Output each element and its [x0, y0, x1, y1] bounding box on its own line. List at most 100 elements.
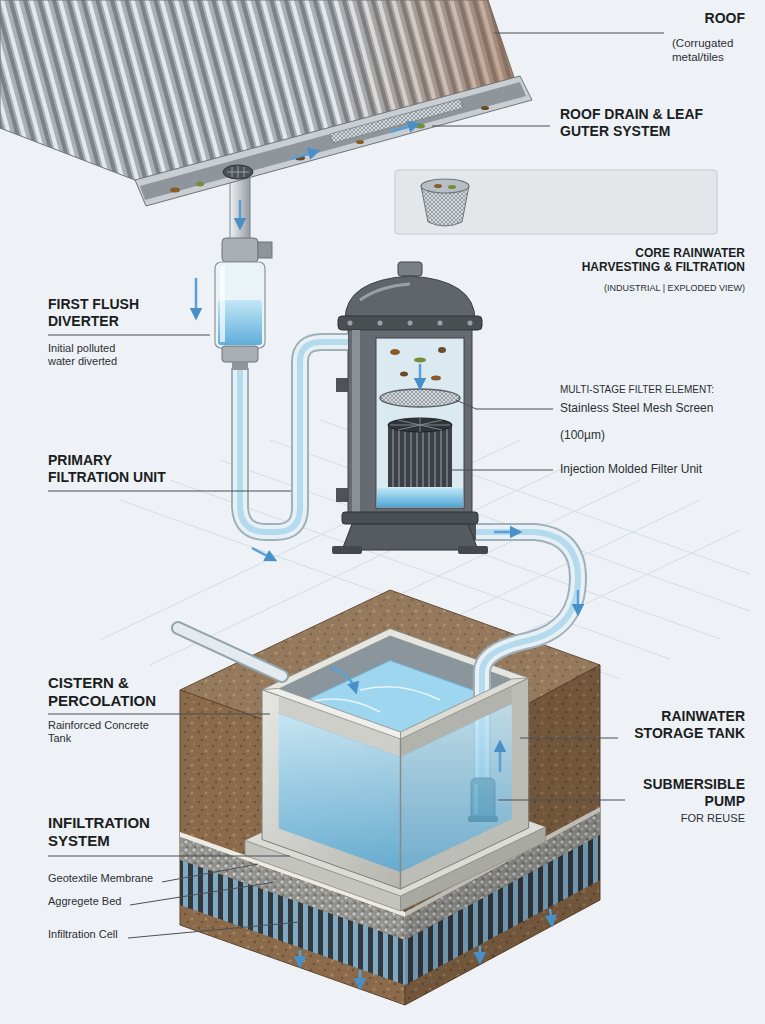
- basket-rim: [421, 179, 469, 193]
- part-title: ROOF: [665, 10, 745, 27]
- gutter-drain: [223, 165, 253, 179]
- bolt: [468, 321, 473, 326]
- flow-arrow: [239, 200, 242, 228]
- flow-arrow: [577, 590, 580, 614]
- flow-arrows: [196, 124, 578, 988]
- label-slot: ROOF DRAIN & LEAF GUTER SYSTEM: [560, 106, 720, 140]
- label-slot: Geotextile Membrane: [48, 872, 188, 885]
- label-slot: Rainforced Concrete Tank: [48, 719, 163, 745]
- flow-arrow: [330, 668, 356, 692]
- label-slot: SUBMERSIBLE PUMP: [625, 776, 745, 810]
- leader-line: [498, 800, 625, 801]
- bolt: [438, 321, 443, 326]
- foot-pad: [458, 546, 488, 554]
- debris-bit: [170, 188, 180, 193]
- flow-arrow: [290, 151, 318, 159]
- debris-bit: [434, 184, 442, 188]
- debris-bit: [438, 347, 446, 353]
- debris: [390, 347, 446, 381]
- part-title: CISTERN & PERCOLATION: [48, 674, 198, 710]
- label-slot: Aggregete Bed: [48, 895, 188, 908]
- filter-stand: [342, 524, 478, 550]
- label-slot: CISTERN & PERCOLATION: [48, 674, 198, 710]
- cap-highlight: [360, 284, 410, 300]
- label-slot: Infiltration Cell: [48, 928, 188, 941]
- label-slot: Initial polluted water diverted: [48, 342, 138, 368]
- label-slot: Stainless Steel Mesh Screen: [560, 401, 750, 415]
- pipe-outline: [240, 342, 348, 532]
- mesh-screen: [380, 389, 460, 407]
- label-slot: (INDUSTRIAL | EXPLODED VIEW): [545, 283, 745, 294]
- pipe-body: [240, 342, 348, 532]
- leader-line: [162, 864, 258, 882]
- label-slot: FIRST FLUSH DIVERTER: [48, 296, 188, 330]
- pipe-water: [240, 342, 348, 532]
- water-volume: [279, 714, 401, 873]
- flow-arrow: [195, 278, 198, 318]
- tank-rim-front: [401, 678, 529, 739]
- bolt: [408, 321, 413, 326]
- first-flush-diverter: [215, 178, 272, 370]
- cap-outlet: [232, 362, 248, 370]
- detail-panel: [395, 170, 717, 234]
- leader-line: [456, 400, 553, 409]
- filter-body: [348, 330, 472, 515]
- debris-bit: [448, 185, 456, 189]
- leader-line: [494, 33, 664, 34]
- label-slot: (100µm): [560, 428, 750, 442]
- transfer-pipe: [240, 342, 348, 532]
- leader-line: [432, 126, 550, 127]
- leader-line: [130, 882, 275, 905]
- flow-arrow: [390, 124, 418, 132]
- part-title: INFILTRATION SYSTEM: [48, 814, 188, 850]
- filter-base: [342, 512, 478, 524]
- flow-arrow: [419, 364, 422, 388]
- layer-label: Infiltration Cell: [48, 928, 188, 941]
- debris-bit: [390, 349, 400, 355]
- cartridge-top: [388, 418, 452, 432]
- cistern-front: [262, 678, 529, 889]
- debris-bit: [431, 376, 441, 381]
- part-heading: MULTI-STAGE FILTER ELEMENT:: [560, 384, 750, 396]
- leader-line: [128, 922, 300, 938]
- basket-panel: [395, 170, 717, 234]
- tank-edge: [400, 739, 402, 889]
- part-title: RAINWATER STORAGE TANK: [615, 708, 745, 742]
- label-slot: RAINWATER STORAGE TANK: [615, 708, 745, 742]
- bolt: [348, 321, 353, 326]
- flow-arrow: [550, 909, 552, 925]
- section-subheading: (INDUSTRIAL | EXPLODED VIEW): [545, 283, 745, 294]
- label-slot: ROOF: [665, 10, 745, 27]
- filter-cap: [345, 276, 475, 320]
- label-slot: Injection Molded Filter Unit: [560, 462, 750, 476]
- leader-line: [48, 491, 291, 492]
- flow-arrow: [299, 950, 302, 966]
- side-port: [336, 488, 348, 502]
- label-slot: CORE RAINWATER HARVESTING & FILTRATION: [560, 246, 745, 275]
- leader-lines: [48, 33, 664, 938]
- part-title: SUBMERSIBLE PUMP: [625, 776, 745, 810]
- debris-bit: [400, 372, 408, 377]
- flow-arrow: [359, 970, 362, 988]
- flow-arrow: [494, 531, 520, 534]
- tank-rim-front: [262, 689, 401, 740]
- part-title: PRIMARY FILTRATION UNIT: [48, 452, 188, 486]
- part-title: FIRST FLUSH DIVERTER: [48, 296, 188, 330]
- filter-cartridge: [388, 425, 452, 487]
- part-note: FOR REUSE: [625, 812, 745, 825]
- tee-fitting: [222, 238, 258, 262]
- cap-knob: [398, 262, 422, 276]
- leaf-guard: [330, 99, 463, 143]
- cap-flange: [338, 316, 482, 330]
- cartridge-spokes: [390, 418, 450, 432]
- diverter-chamber: [215, 262, 265, 348]
- leader-line: [48, 714, 270, 715]
- body-highlight: [352, 330, 360, 515]
- part-note: (Corrugated metal/tiles: [672, 37, 758, 65]
- part-note: Rainforced Concrete Tank: [48, 719, 163, 745]
- part-note: Initial polluted water diverted: [48, 342, 138, 368]
- glass-highlight: [220, 266, 225, 342]
